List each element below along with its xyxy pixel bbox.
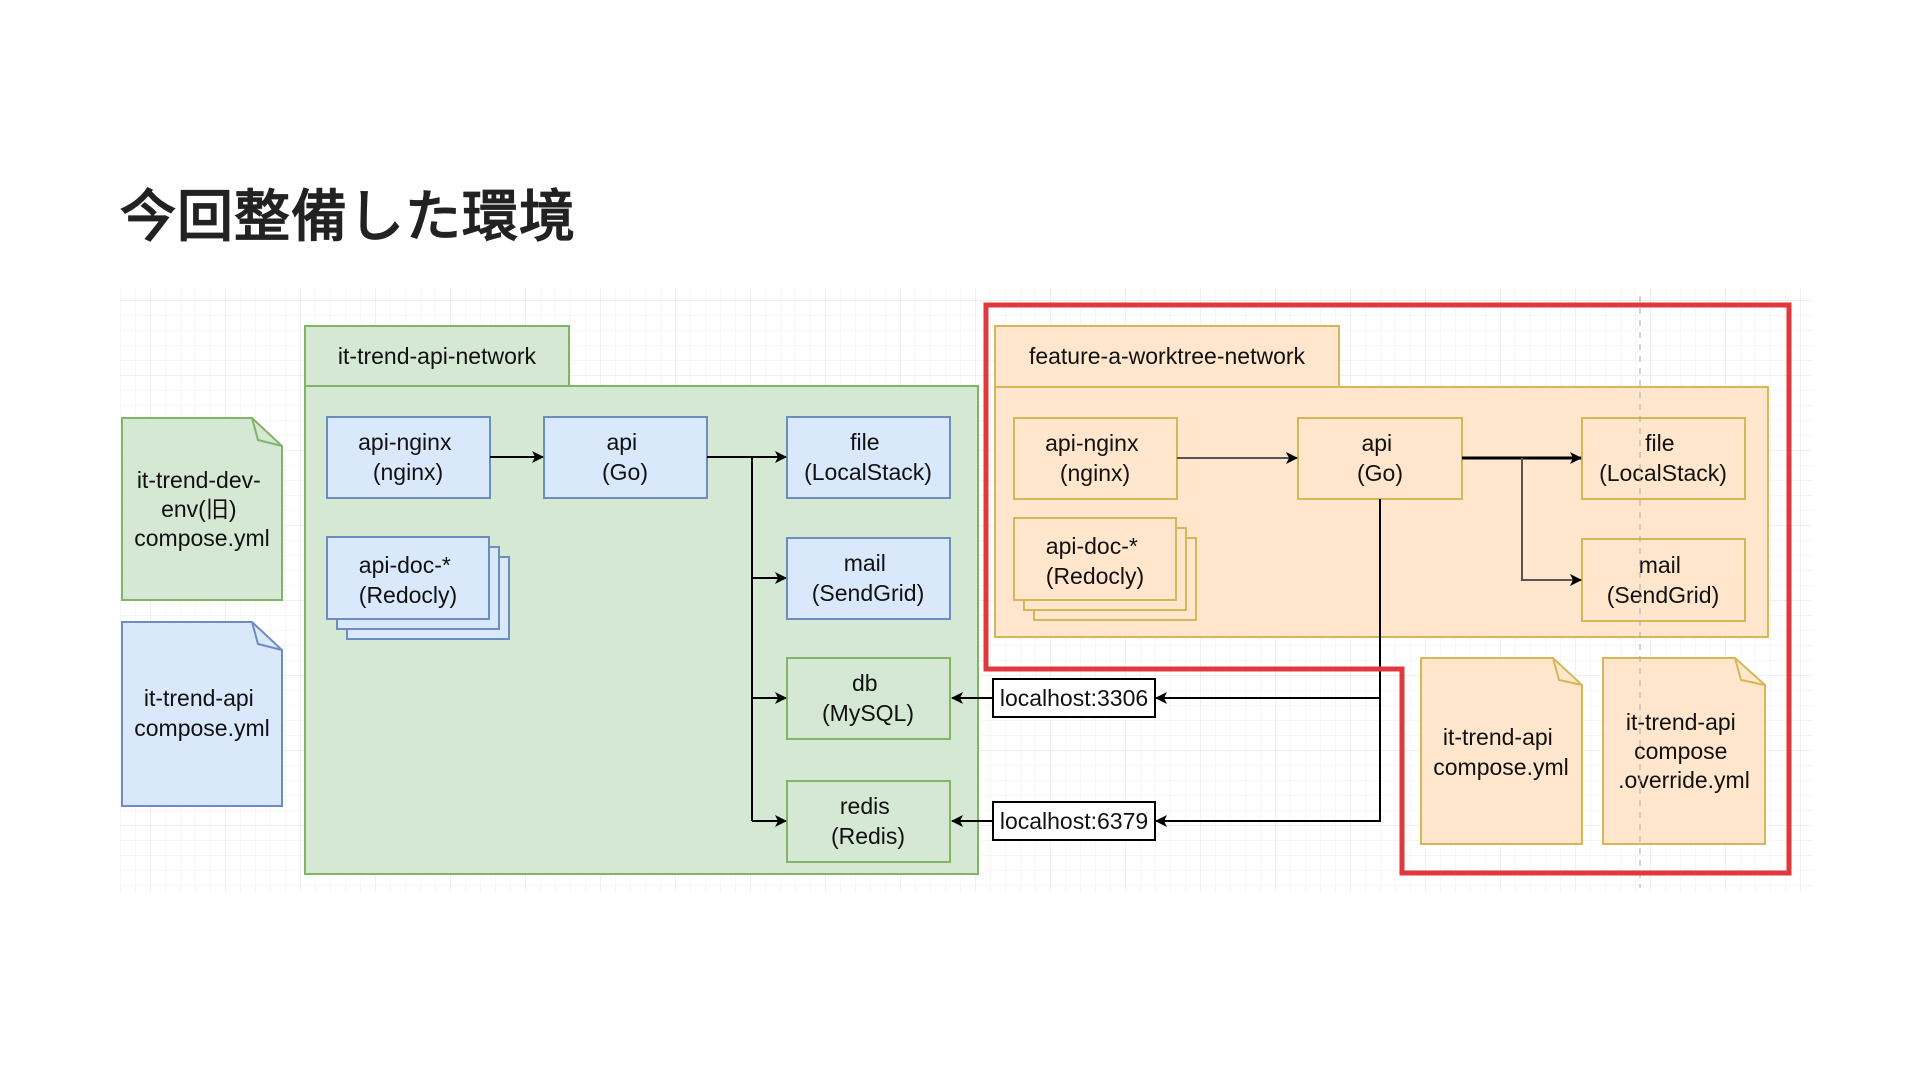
svg-text:localhost:6379: localhost:6379	[1000, 808, 1148, 834]
svg-text:localhost:3306: localhost:3306	[1000, 685, 1148, 711]
orange-network-label: feature-a-worktree-network	[1029, 343, 1306, 369]
svg-text:it-trend-api compose: it-trend-api compose .override.yml	[1618, 709, 1750, 793]
old-compose-label: it-trend-dev- env(旧) compose.yml	[134, 467, 269, 551]
green-redis-node: redis (Redis)	[786, 780, 951, 863]
green-nginx-node: api-nginx (nginx)	[326, 416, 491, 499]
edge-orange-api-to-mail	[1521, 458, 1582, 586]
green-edges	[490, 451, 787, 827]
orange-nginx-node: api-nginx (nginx)	[1013, 417, 1178, 500]
svg-text:mail (SendGrid): mail (SendGrid)	[812, 550, 924, 606]
port-edges	[951, 692, 993, 827]
orange-doc-node: api-doc-* (Redocly)	[1013, 517, 1197, 621]
svg-text:mail (SendGrid): mail (SendGrid)	[1607, 552, 1719, 608]
page-title: 今回整備した環境	[120, 185, 576, 250]
svg-text:api-nginx (nginx): api-nginx (nginx)	[358, 429, 458, 485]
svg-text:api-doc-* (Redocly): api-doc-* (Redocly)	[1046, 533, 1144, 589]
svg-text:file (LocalStack): file (LocalStack)	[804, 429, 932, 485]
orange-network-tab	[994, 325, 1340, 388]
svg-text:redis (Redis): redis (Redis)	[831, 793, 905, 849]
api-compose-file-note: it-trend-api compose.yml	[121, 621, 283, 807]
green-network-label: it-trend-api-network	[338, 343, 537, 369]
edge-orange-api-to-port6379	[1155, 499, 1381, 827]
highlight-outline	[983, 302, 1792, 876]
svg-text:file (LocalStack): file (LocalStack)	[1599, 430, 1727, 486]
svg-text:api-nginx (nginx): api-nginx (nginx)	[1045, 430, 1145, 486]
green-file-node: file (LocalStack)	[786, 416, 951, 499]
green-doc-node: api-doc-* (Redocly)	[326, 536, 510, 640]
orange-mail-node: mail (SendGrid)	[1581, 538, 1746, 622]
svg-text:it-trend-api compose.yml: it-trend-api compose.yml	[1433, 724, 1568, 780]
right-compose-file-note: it-trend-api compose.yml	[1420, 657, 1583, 845]
orange-api-node: api (Go)	[1297, 417, 1463, 500]
orange-edges	[1155, 452, 1582, 827]
svg-text:api (Go): api (Go)	[602, 429, 648, 485]
right-override-file-note: it-trend-api compose .override.yml	[1602, 657, 1766, 845]
green-api-node: api (Go)	[543, 416, 708, 499]
old-compose-file-note: it-trend-dev- env(旧) compose.yml	[121, 417, 283, 601]
svg-text:db (MySQL): db (MySQL)	[822, 670, 914, 726]
svg-text:api-doc-* (Redocly): api-doc-* (Redocly)	[359, 552, 457, 608]
svg-text:api (Go): api (Go)	[1357, 430, 1403, 486]
port-6379: localhost:6379	[992, 801, 1156, 841]
orange-file-node: file (LocalStack)	[1581, 417, 1746, 500]
port-3306: localhost:3306	[992, 678, 1156, 718]
green-mail-node: mail (SendGrid)	[786, 537, 951, 620]
green-network-tab	[304, 325, 570, 387]
api-compose-label: it-trend-api compose.yml	[134, 685, 269, 741]
green-db-node: db (MySQL)	[786, 657, 951, 740]
